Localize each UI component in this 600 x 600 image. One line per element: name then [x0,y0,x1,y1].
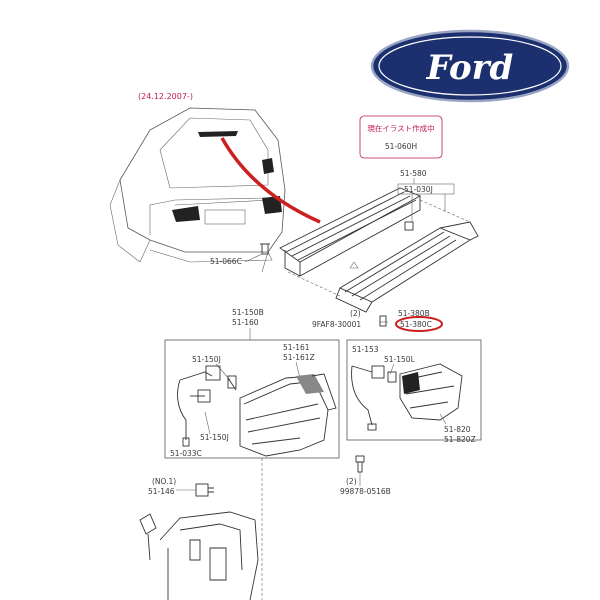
label-51-033c: 51-033C [170,449,202,458]
date-label: (24.12.2007-) [138,92,193,101]
label-51-153: 51-153 [352,345,379,354]
label-99878-0516b: 99878-0516B [340,487,391,496]
label-no-1: (NO.1) [152,477,176,486]
label-51-161: 51-161 [283,343,310,352]
label-51-030j: 51-030J [404,185,433,194]
notice-text: 現在イラスト作成中 [367,123,434,133]
label-51-161z: 51-161Z [283,353,315,362]
label-51-150j-bottom: 51-150J [200,433,229,442]
label-51-820z: 51-820Z [444,435,476,444]
notice-box: 現在イラスト作成中 51-060H [359,115,443,159]
bolt-icon [260,243,270,255]
label-qty-2-b: (2) [346,477,357,486]
label-51-160: 51-160 [232,318,259,327]
bolt-99878-icon [355,455,365,473]
label-51-066c: 51-066C [210,257,242,266]
bottom-bracket-illustration [139,511,259,600]
notice-code: 51-060H [385,142,417,151]
label-qty-2-a: (2) [350,309,361,318]
ford-logo: Ford [370,29,570,103]
label-51-146: 51-146 [148,487,175,496]
ford-logo-text: Ford [426,48,514,88]
label-51-380c: 51-380C [400,320,432,329]
label-51-380b: 51-380B [398,309,430,318]
label-51-150b: 51-150B [232,308,264,317]
red-pointer-arrow [220,137,321,224]
label-51-580: 51-580 [400,169,427,178]
right-lamp-group-box [346,339,482,441]
label-9faf8-30001: 9FAF8-30001 [312,320,361,329]
highlight-ring [395,316,443,332]
right-inner-lamp-illustration [399,363,463,421]
left-tail-lamp-illustration [239,373,337,457]
left-lamp-group-box [164,339,340,459]
label-51-150j-top: 51-150J [192,355,221,364]
high-mount-lamp-illustration [279,187,479,313]
left-wiring-harness-illustration [177,365,237,447]
right-wiring-harness-illustration [351,365,397,431]
car-rear-illustration [109,107,286,273]
screw-icon [379,315,387,327]
label-51-820: 51-820 [444,425,471,434]
label-51-150l: 51-150L [384,355,416,364]
socket-icon [195,483,214,497]
